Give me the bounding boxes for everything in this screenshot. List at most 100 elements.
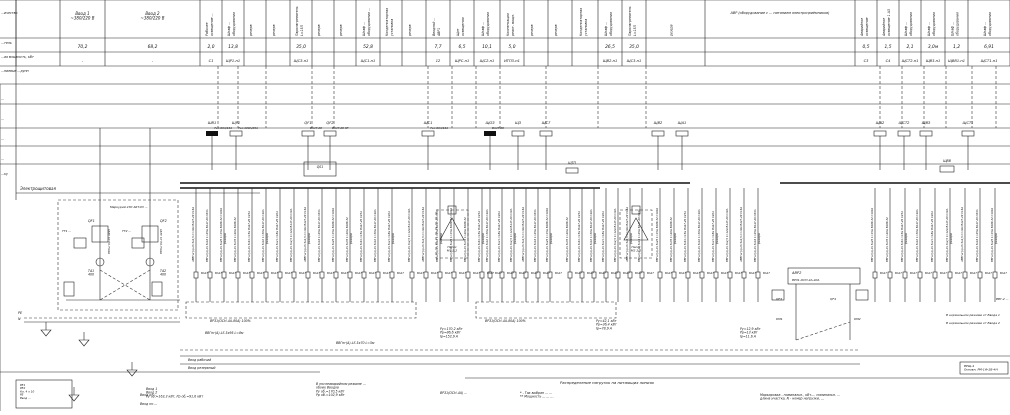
qf1-label: QF1	[88, 219, 95, 223]
label-line: Кл. 4 х 10	[20, 389, 35, 393]
feeder-cable-label: ВВГнг(А)-LS 5х6 L=15м ВА47-29 С25А	[359, 211, 363, 262]
outgoing-breaker-tag: ВА47	[555, 271, 562, 275]
column-header: резерв	[554, 24, 558, 37]
label-line: Iр=152,9 А	[440, 334, 458, 338]
reserve-label: резерв	[904, 233, 908, 245]
feeder-cable-label: ВВГнг(А)-LS 5х16 L=25м ВА47-29 С63А	[753, 209, 757, 262]
label-line: Ру=170,2 кВт	[440, 327, 463, 331]
power-value: 70,2	[78, 44, 88, 50]
feeder-cable-label: ВВГнг(А)-LS 3х2,5 L=12м ВА47-29 С10А	[407, 208, 411, 262]
label-line: 400	[160, 273, 166, 277]
breaker-tag: ЩВЗ	[922, 121, 931, 125]
feeder-cable-label: ВВГнг(А)-LS 5х6 L=15м ВА47-29 С25А	[477, 211, 481, 262]
switch-label: QS1	[317, 165, 324, 169]
outgoing-breaker	[671, 271, 677, 279]
reserve-label: резерв	[391, 233, 395, 245]
outgoing-breaker-tag: ВА47	[327, 271, 334, 275]
group-name: ЩСТ1-н1	[981, 59, 998, 63]
section-note: ВВГнг(А)-LS 5х70 L=5м	[336, 341, 375, 345]
power-value: 35,0	[296, 44, 306, 50]
outgoing-breaker	[409, 271, 415, 279]
power-value: 6,5	[459, 44, 466, 50]
label-line: Рр об.=102,9 кВт	[316, 393, 345, 397]
label-line: Маркировка - номинальн., кВт-... номинал…	[760, 393, 840, 397]
power-value: 3,0м	[928, 44, 939, 50]
breaker-qf1	[91, 225, 109, 243]
corner-box	[959, 361, 1009, 375]
column-header: Шкаф ...	[362, 22, 366, 36]
outgoing-breaker-tag: ВА47	[543, 271, 550, 275]
feeder-cable-label: ВВГнг(А)-LS 5х25 L=15м ВА88-32 С100А	[331, 208, 335, 262]
column-header: оборудования ...	[367, 8, 371, 36]
feeder-cable-label: АВВГнг(А)-LS 5х2,5 L=10м ВА47-29 С16А	[960, 207, 964, 263]
outgoing-breaker-tag: ВА47	[397, 271, 404, 275]
column-header: резерв	[408, 24, 412, 37]
column-header: Паронагреватель	[628, 6, 632, 36]
avr-qf-label: QF3	[776, 297, 782, 301]
breaker-symbol	[939, 165, 955, 173]
feeder-cable-label: ВВГнг(А)-LS 5х6 L=15м ВА47-29 С25А	[683, 211, 687, 262]
column-header: установка	[584, 19, 588, 37]
ct-label: ТТ1 ...	[62, 229, 71, 233]
power-value: 1,5	[885, 44, 892, 50]
feeder-cable-label: ВВГнг(А)-LS 3х2,5 L=12м ВА47-29 С10А	[613, 208, 617, 262]
outgoing-breaker-tag: ВА47	[611, 271, 618, 275]
group-name: ЩС3-н1	[627, 59, 642, 63]
feeder-cable-label: ВВГнг(А)-LS 5х6 L=15м ВА47-29 С25А	[577, 211, 581, 262]
group-name: -	[152, 59, 154, 63]
breaker-symbol	[675, 130, 689, 137]
feeder-cable-label: ВВГнг(А)-LS 5х25 L=15м ВА88-32 С100А	[545, 208, 549, 262]
outgoing-breaker	[235, 271, 241, 279]
surge-arrester-2	[151, 281, 163, 297]
outgoing-breaker	[221, 271, 227, 279]
column-header: Шкаф ...	[927, 22, 931, 36]
outgoing-breaker	[437, 271, 443, 279]
outgoing-breaker-tag: ВА47	[201, 271, 208, 275]
column-header: освещение ...	[210, 13, 214, 36]
label-line: Насос	[447, 245, 457, 249]
feeder-cable-label: ВВГнг(А)-LS 5х16 L=25м ВА47-29 С63А	[435, 209, 439, 262]
ats-cross-1	[99, 269, 151, 301]
outgoing-breaker	[347, 271, 353, 279]
column-header: Шкаф ...	[904, 22, 908, 36]
breaker-tag: ЩА1	[678, 121, 687, 125]
motor-starter	[631, 205, 641, 215]
outgoing-breaker	[902, 271, 908, 279]
outgoing-breaker-tag: ВА47	[895, 271, 902, 275]
column-header: оборудования	[988, 12, 992, 36]
meter-note: Меркурий 230 ART-03 ...	[110, 205, 148, 209]
outgoing-breaker-tag: ВА47	[763, 271, 770, 275]
label-line: Основн. РМ-1Ф-2Б-4Н	[964, 367, 998, 371]
column-header: резерв	[317, 24, 321, 37]
incoming-cable-1: ВВГнг(А)-LS 4х95	[107, 229, 111, 254]
outgoing-breaker-tag: ВА47	[985, 271, 992, 275]
contactor-label: КМ1	[776, 317, 783, 321]
group-name: С3	[864, 59, 870, 63]
feeder-cable-label: ВВГнг(А)-LS 5х10 L=30м ВА47-29 С40А	[485, 209, 489, 262]
power-value: 0,5	[863, 44, 870, 50]
power-value: 10,1	[482, 44, 492, 50]
label-line: Ввод 2	[146, 391, 157, 395]
outgoing-breaker-tag: ВА47	[459, 271, 466, 275]
outgoing-breaker	[361, 271, 367, 279]
outgoing-breaker-tag: ВА47	[243, 271, 250, 275]
outgoing-breaker	[207, 271, 213, 279]
meter-2	[131, 237, 145, 249]
outgoing-breaker	[992, 271, 998, 279]
row-label: ...тель	[1, 41, 12, 45]
reserve-label: резерв	[757, 233, 761, 245]
breaker-note: 7кл-63А/16А	[430, 126, 448, 130]
outgoing-breaker-tag: ВА47	[1000, 271, 1007, 275]
ct-label: ТТ2 ...	[122, 229, 131, 233]
bottom-row: Ввод от ...	[140, 393, 157, 397]
motor-starter	[447, 205, 457, 215]
motor-symbol	[439, 217, 465, 241]
breaker-tag: QF2	[326, 121, 334, 125]
group-name: ЩСТ2-н1	[902, 59, 919, 63]
outgoing-breaker-tag: ВА47	[229, 271, 236, 275]
breaker-symbol	[484, 131, 496, 136]
breaker-symbol	[873, 130, 887, 137]
breaker-symbol	[919, 130, 933, 137]
